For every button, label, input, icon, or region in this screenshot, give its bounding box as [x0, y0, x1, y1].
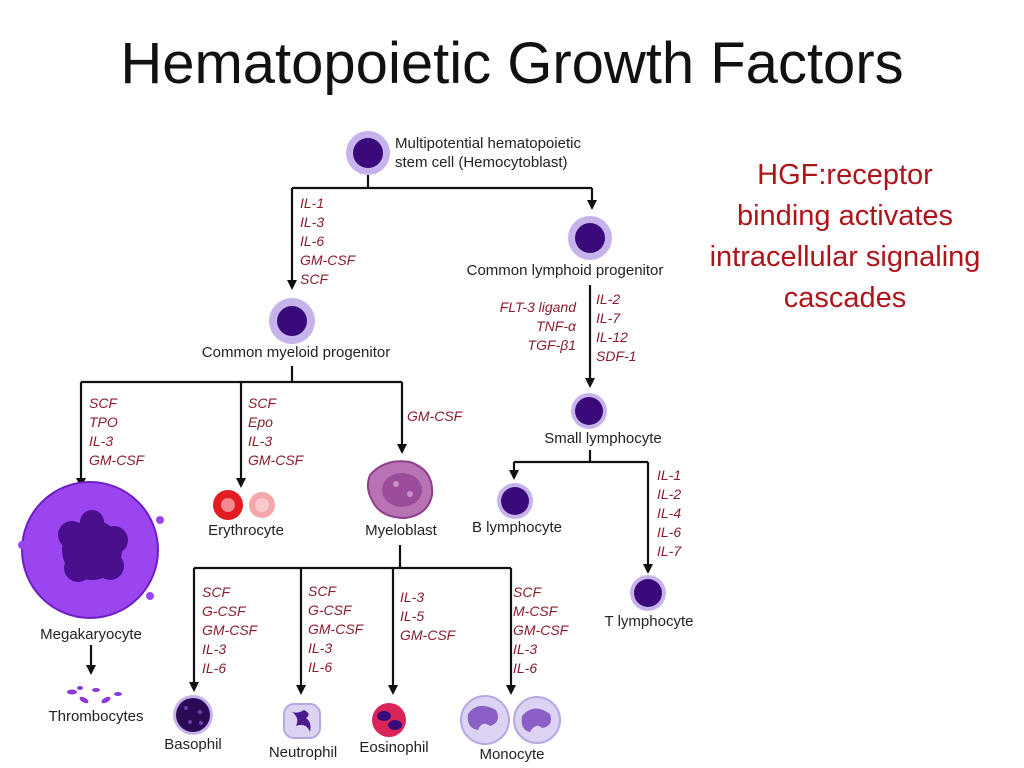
lymphoid-progenitor-icon: [568, 216, 612, 260]
note-line: cascades: [783, 282, 907, 314]
growth-factor-label: IL-6: [657, 524, 681, 540]
growth-factor-label: FLT-3 ligand: [500, 299, 577, 315]
growth-factor-label: IL-1: [300, 195, 324, 211]
growth-factor-label: IL-3: [89, 433, 113, 449]
growth-factor-label: IL-3: [308, 640, 332, 656]
small-lymphocyte-label: Small lymphocyte: [544, 430, 662, 447]
factors-to-eosinophil: IL-3IL-5GM-CSF: [400, 589, 457, 643]
eosinophil-label: Eosinophil: [359, 739, 428, 756]
growth-factor-label: SCF: [513, 584, 542, 600]
neutrophil-icon: [283, 703, 321, 739]
myeloid-progenitor-icon: [269, 298, 315, 344]
signaling-note: HGF:receptor binding activates intracell…: [680, 155, 1010, 319]
growth-factor-label: IL-1: [657, 467, 681, 483]
t-lymphocyte-label: T lymphocyte: [605, 613, 694, 630]
growth-factor-label: IL-3: [300, 214, 324, 230]
growth-factor-label: IL-5: [400, 608, 424, 624]
growth-factor-label: GM-CSF: [400, 627, 457, 643]
factors-to-monocyte: SCF M-CSF GM-CSF IL-3IL-6: [513, 584, 570, 676]
growth-factor-label: GM-CSF: [513, 622, 570, 638]
growth-factor-label: G-CSF: [308, 602, 353, 618]
growth-factor-label: TPO: [89, 414, 118, 430]
slide-title: Hematopoietic Growth Factors: [120, 31, 904, 96]
growth-factor-label: IL-6: [300, 233, 324, 249]
erythrocyte-icon: [213, 490, 275, 520]
factors-to-basophil: SCF G-CSF GM-CSF IL-3IL-6: [202, 584, 259, 676]
growth-factor-label: IL-3: [400, 589, 424, 605]
growth-factor-label: SCF: [308, 583, 337, 599]
growth-factor-label: IL-7: [596, 310, 621, 326]
growth-factor-label: SDF-1: [596, 348, 636, 364]
megakaryocyte-label: Megakaryocyte: [40, 626, 142, 643]
stem-cell-label: Multipotential hematopoietic: [395, 135, 581, 152]
growth-factor-label: GM-CSF: [300, 252, 357, 268]
growth-factor-label: IL-2: [657, 486, 681, 502]
growth-factor-label: TNF-α: [536, 318, 577, 334]
factors-to-neutrophil: SCF G-CSF GM-CSF IL-3IL-6: [308, 583, 365, 675]
factors-to-myeloblast: GM-CSF: [407, 408, 464, 424]
b-lymphocyte-icon: [497, 483, 533, 519]
growth-factor-label: TGF-β1: [528, 337, 576, 353]
eosinophil-icon: [372, 703, 406, 737]
growth-factor-label: IL-12: [596, 329, 628, 345]
growth-factor-label: GM-CSF: [202, 622, 259, 638]
thrombocytes-label: Thrombocytes: [48, 708, 143, 725]
growth-factor-label: IL-7: [657, 543, 682, 559]
stem-cell-icon: [346, 131, 390, 175]
growth-factor-label: GM-CSF: [89, 452, 146, 468]
stem-cell-label: stem cell (Hemocytoblast): [395, 154, 568, 171]
monocyte-icon: [460, 695, 561, 745]
note-line: binding activates: [736, 200, 954, 232]
lymphoid-progenitor-label: Common lymphoid progenitor: [467, 262, 664, 279]
factors-to-megakaryocyte: SCF TPO IL-3GM-CSF: [89, 395, 146, 468]
note-line: intracellular signaling: [709, 241, 981, 273]
erythrocyte-label: Erythrocyte: [208, 522, 284, 539]
connector-lines: [76, 175, 653, 695]
basophil-label: Basophil: [164, 736, 222, 753]
basophil-icon: [173, 695, 213, 735]
growth-factor-label: Epo: [248, 414, 273, 430]
growth-factor-label: GM-CSF: [308, 621, 365, 637]
growth-factor-label: SCF: [248, 395, 277, 411]
growth-factor-label: SCF: [202, 584, 231, 600]
growth-factor-label: GM-CSF: [407, 408, 464, 424]
factors-stem-to-myeloid: IL-1IL-3IL-6GM-CSF SCF: [300, 195, 357, 287]
megakaryocyte-icon: [18, 481, 164, 619]
neutrophil-label: Neutrophil: [269, 744, 337, 761]
growth-factor-label: IL-6: [513, 660, 537, 676]
myeloblast-label: Myeloblast: [365, 522, 438, 539]
growth-factor-label: IL-3: [248, 433, 272, 449]
growth-factor-label: SCF: [89, 395, 118, 411]
growth-factor-label: SCF: [300, 271, 329, 287]
growth-factor-label: IL-3: [202, 641, 226, 657]
growth-factor-label: IL-4: [657, 505, 681, 521]
growth-factor-label: M-CSF: [513, 603, 559, 619]
monocyte-label: Monocyte: [479, 746, 544, 763]
growth-factor-label: IL-2: [596, 291, 620, 307]
growth-factor-label: IL-3: [513, 641, 537, 657]
growth-factor-label: IL-6: [308, 659, 332, 675]
growth-factor-label: IL-6: [202, 660, 226, 676]
note-line: HGF:receptor: [757, 159, 933, 191]
myeloid-progenitor-label: Common myeloid progenitor: [202, 344, 390, 361]
t-lymphocyte-icon: [630, 575, 666, 611]
b-lymphocyte-label: B lymphocyte: [472, 519, 562, 536]
small-lymphocyte-icon: [571, 393, 607, 429]
thrombocytes-icon: [67, 686, 122, 704]
growth-factor-label: GM-CSF: [248, 452, 305, 468]
myeloblast-icon: [366, 460, 434, 520]
factors-to-t-lymphocyte: IL-1IL-2IL-4IL-6IL-7: [657, 467, 682, 559]
growth-factor-label: G-CSF: [202, 603, 247, 619]
